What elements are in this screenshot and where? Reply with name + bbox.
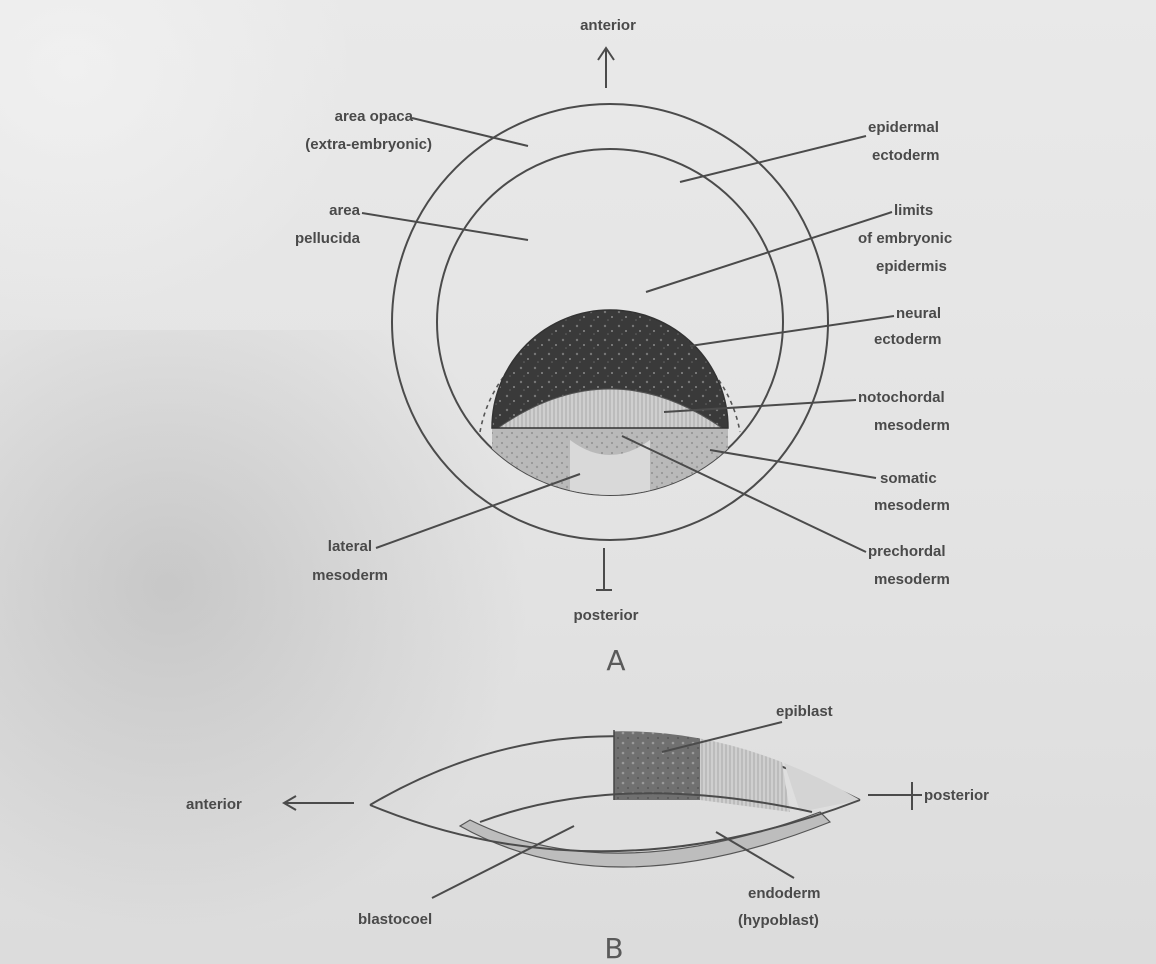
notochordal-label-1: notochordal — [858, 389, 945, 406]
diagram-a: anterior posterior A area — [295, 17, 952, 677]
lateral-mesoderm-label-2: mesoderm — [312, 567, 388, 584]
area-opaca-label-1: area opaca — [335, 108, 414, 125]
diagram-b: epiblast anterior posterior blastocoel e… — [186, 703, 989, 964]
neural-ectoderm-label-1: neural — [896, 305, 941, 322]
anterior-label-b: anterior — [186, 796, 242, 813]
epidermal-ectoderm-leader — [680, 136, 866, 182]
somatic-label-1: somatic — [880, 470, 937, 487]
blastocoel-label: blastocoel — [358, 911, 432, 928]
somatic-label-2: mesoderm — [874, 497, 950, 514]
epidermal-ectoderm-label-2: ectoderm — [872, 147, 940, 164]
figure-letter-a: A — [606, 644, 625, 677]
limits-label-1: limits — [894, 202, 933, 219]
somatic-leader — [710, 450, 876, 478]
lateral-mesoderm-label-1: lateral — [328, 538, 372, 555]
epiblast-label: epiblast — [776, 703, 833, 720]
neural-ectoderm-leader — [690, 316, 894, 346]
epiblast-tip-region — [780, 750, 860, 812]
epiblast-dark-region — [614, 720, 700, 800]
prechordal-label-1: prechordal — [868, 543, 946, 560]
endoderm-label-2: (hypoblast) — [738, 912, 819, 929]
limits-leader — [646, 212, 892, 292]
epidermal-ectoderm-label-1: epidermal — [868, 119, 939, 136]
posterior-label-a: posterior — [573, 607, 638, 624]
area-opaca-label-2: (extra-embryonic) — [305, 136, 432, 153]
limits-label-3: epidermis — [876, 258, 947, 275]
anterior-label-a: anterior — [580, 17, 636, 34]
notochordal-label-2: mesoderm — [874, 417, 950, 434]
endoderm-layer — [460, 812, 830, 867]
area-pellucida-leader — [362, 213, 528, 240]
lateral-mesoderm-leader — [376, 474, 580, 548]
lower-mesoderm-group — [492, 428, 728, 520]
limits-label-2: of embryonic — [858, 230, 952, 247]
prechordal-label-2: mesoderm — [874, 571, 950, 588]
endoderm-label-1: endoderm — [748, 885, 821, 902]
area-pellucida-label-1: area — [329, 202, 361, 219]
figure-letter-b: B — [604, 932, 623, 964]
neural-ectoderm-label-2: ectoderm — [874, 331, 942, 348]
area-pellucida-label-2: pellucida — [295, 230, 361, 247]
posterior-label-b: posterior — [924, 787, 989, 804]
